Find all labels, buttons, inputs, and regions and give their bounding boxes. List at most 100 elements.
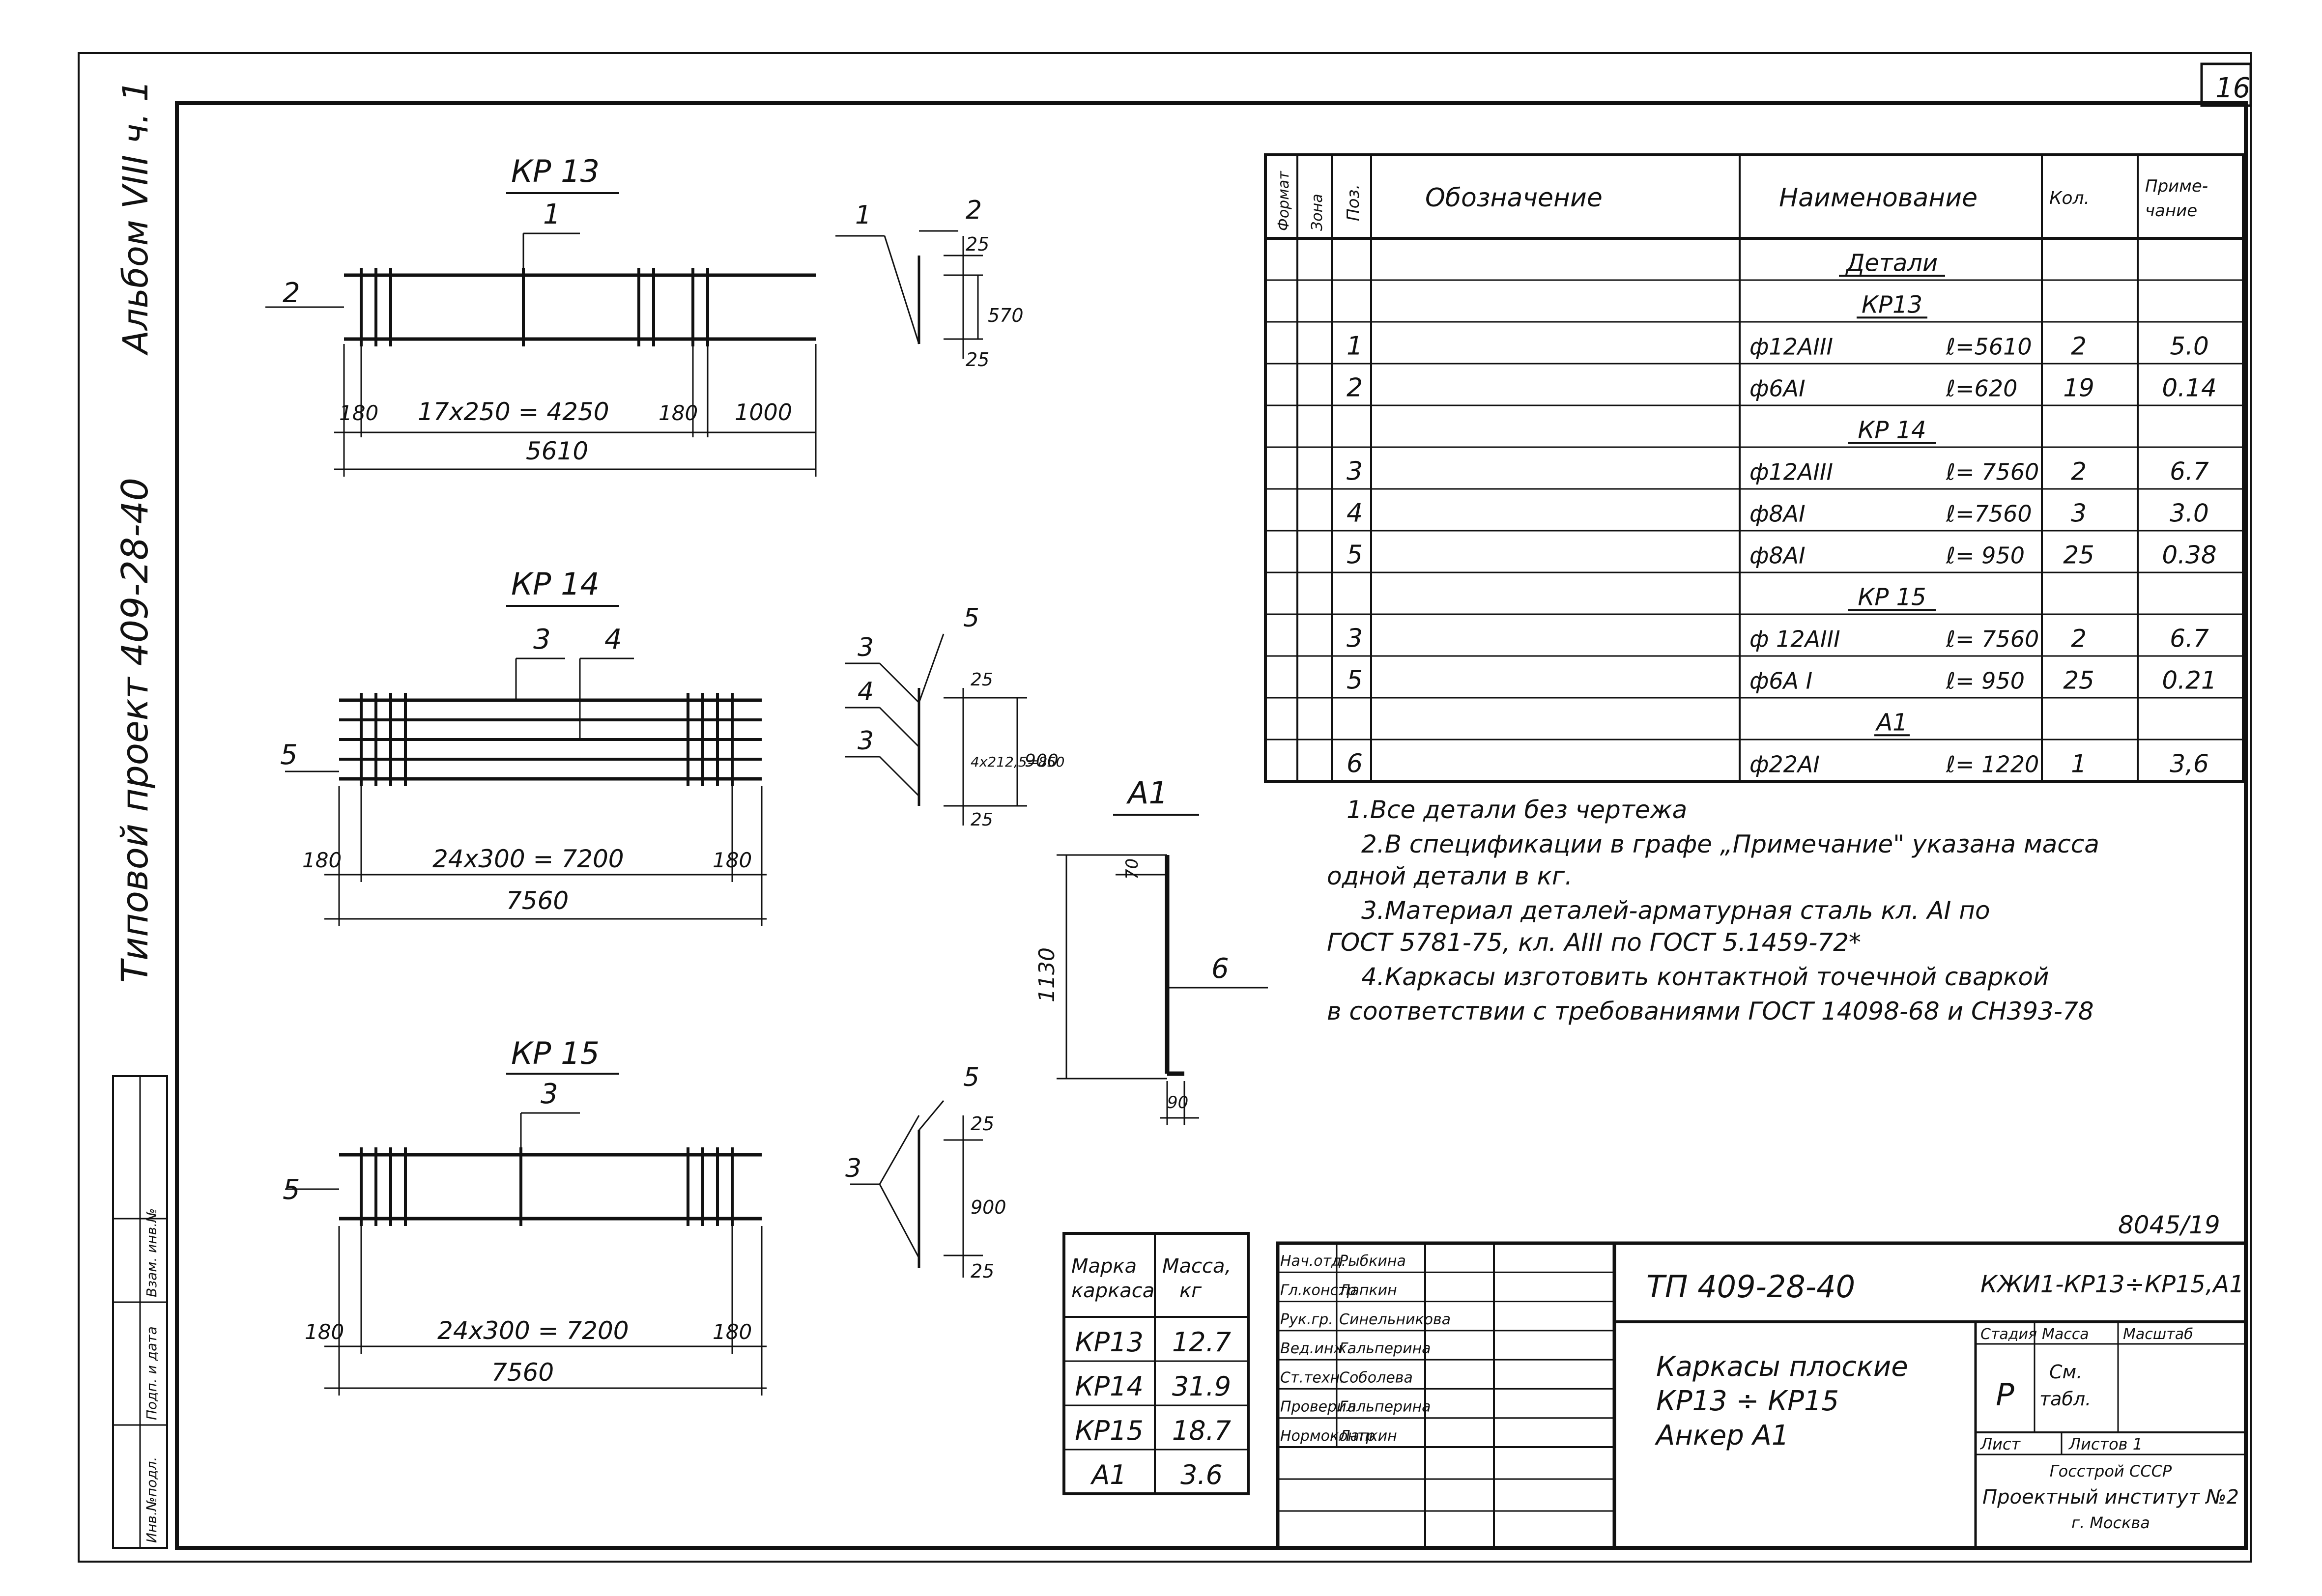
spec-row-qty: 25 (2063, 666, 2094, 694)
mass-row-value: 18.7 (1172, 1415, 1231, 1446)
spec-section-heading: КР 15 (1858, 583, 1926, 611)
spec-row-length: ℓ= 1220 (1946, 751, 2039, 777)
mass-row-value: 31.9 (1172, 1371, 1231, 1402)
kr14-dim-total: 7560 (506, 886, 569, 915)
tb-org-line: Госстрой СССР (2050, 1462, 2172, 1481)
kr15-sec-pos-b: 3 (845, 1154, 861, 1183)
tb-drawing-code: КЖИ1-КР13÷КР15,А1 (1980, 1271, 2244, 1298)
kr14-sec-d3: 25 (971, 810, 993, 830)
tb-role: Рук.гр. (1280, 1311, 1333, 1328)
spec-row-pos: 5 (1347, 665, 1363, 695)
spec-header-format: Формат (1275, 171, 1292, 231)
tb-title-line: КР13 ÷ КР15 (1656, 1385, 1839, 1417)
kr14-dim-b: 24х300 = 7200 (432, 845, 624, 873)
tb-person: Соболева (1339, 1369, 1413, 1386)
kr15-sec-d3: 25 (971, 1260, 994, 1282)
spec-row-name: ф12АIII (1749, 458, 1833, 485)
tb-person: Синельникова (1339, 1311, 1451, 1328)
spec-row-name: ф 12АIII (1749, 626, 1840, 652)
sidebar-album: Альбом VIII ч. 1 (115, 80, 156, 356)
spec-row-pos: 3 (1347, 456, 1363, 486)
spec-row-pos: 4 (1347, 498, 1363, 528)
kr14-sec-pos-c: 4 (858, 677, 874, 707)
spec-section-heading: А1 (1875, 709, 1907, 736)
spec-table-grid (1264, 153, 2245, 783)
spec-header-zone: Зона (1309, 194, 1326, 231)
spec-row-length: ℓ= 7560 (1946, 458, 2039, 485)
kr15-pos-left: 5 (283, 1174, 300, 1206)
kr13-dim-d: 1000 (735, 399, 792, 426)
spec-header-qty: Кол. (2049, 188, 2090, 208)
kr15-sec-pos-a: 5 (963, 1063, 979, 1092)
anchor-a1-drawing (1057, 814, 1268, 1125)
spec-row-note: 6.7 (2170, 457, 2209, 485)
a1-d2: 1130 (1034, 947, 1060, 1002)
frame-kr15-elevation (285, 1073, 983, 1396)
spec-row-name: ф6АI (1749, 375, 1806, 401)
sheet-number-box (2200, 62, 2252, 107)
tb-org-line: г. Москва (2071, 1513, 2150, 1532)
spec-row-name: ф8АI (1749, 542, 1806, 569)
stamp-sign-date: Подп. и дата (143, 1326, 160, 1420)
spec-row-note: 5.0 (2170, 332, 2209, 360)
kr13-sec-pos-b: 2 (966, 196, 982, 225)
spec-row-qty: 25 (2063, 541, 2094, 569)
document-number: 8045/19 (2118, 1211, 2220, 1239)
mass-header-mark-cont: каркаса (1071, 1280, 1154, 1302)
tb-role: Нач.отд. (1280, 1253, 1346, 1270)
kr13-sec-d3: 25 (966, 349, 989, 370)
kr13-sec-d1: 25 (966, 233, 989, 255)
spec-row-pos: 6 (1347, 749, 1363, 778)
mass-row-mark: КР13 (1075, 1327, 1144, 1358)
kr14-sec-pos-a: 5 (963, 603, 979, 633)
spec-row-pos: 3 (1347, 624, 1363, 653)
spec-row-name: ф6А I (1749, 667, 1812, 694)
spec-section-heading: Детали (1845, 249, 1938, 277)
kr13-title: КР 13 (511, 153, 600, 189)
kr15-pos-a: 3 (541, 1078, 558, 1110)
a1-pos: 6 (1211, 953, 1229, 985)
tb-sheets-count: Листов 1 (2068, 1435, 2143, 1454)
note-line: 4.Каркасы изготовить контактной точечной… (1361, 963, 2049, 991)
spec-row-note: 3.0 (2170, 499, 2209, 527)
spec-row-note: 0.38 (2162, 541, 2216, 569)
spec-row-name: ф8АI (1749, 500, 1806, 527)
kr15-dim-c: 180 (713, 1320, 752, 1344)
tb-person: Гальперина (1339, 1340, 1431, 1357)
spec-header-note-cont: чание (2145, 201, 2197, 221)
spec-row-qty: 2 (2071, 457, 2087, 485)
spec-row-length: ℓ=7560 (1946, 500, 2032, 527)
spec-row-note: 0.14 (2162, 373, 2216, 402)
tb-title-line: Анкер А1 (1655, 1420, 1789, 1452)
sheet-number: 16 (2215, 72, 2250, 104)
tb-role: Нормоконтр (1280, 1427, 1376, 1445)
a1-d1: 70 (1122, 858, 1142, 880)
title-block-role-lines (1278, 1271, 1614, 1419)
spec-section-heading: КР 14 (1858, 416, 1926, 444)
kr14-sec-d4: 900 (1025, 751, 1059, 771)
spec-section-heading: КР13 (1862, 291, 1922, 318)
kr13-dim-a: 180 (339, 401, 378, 425)
kr14-pos-left: 5 (280, 739, 298, 771)
note-line: 2.В спецификации в графе „Примечание" ук… (1361, 830, 2099, 858)
spec-header-designation: Обозначение (1425, 183, 1603, 213)
outer-frame (78, 52, 2252, 1563)
kr14-dim-a: 180 (302, 848, 342, 872)
spec-row-note: 6.7 (2170, 624, 2209, 653)
note-line: 1.Все детали без чертежа (1347, 796, 1687, 824)
kr14-sec-d1: 25 (971, 670, 993, 690)
tb-stage-label: Стадия (1980, 1326, 2037, 1343)
spec-row-qty: 3 (2071, 499, 2087, 527)
spec-row-lines (1265, 275, 2243, 741)
kr15-title: КР 15 (511, 1035, 600, 1071)
tb-stage-value: Р (1996, 1377, 2014, 1413)
mass-header-mass: Масса, (1162, 1255, 1231, 1278)
tb-sheet-label: Лист (1980, 1435, 2021, 1454)
spec-row-pos: 1 (1347, 331, 1363, 361)
tb-role: Проверил (1280, 1398, 1356, 1416)
kr13-pos-top: 1 (543, 199, 561, 230)
kr14-dim-c: 180 (713, 848, 752, 872)
note-line: в соответствии с требованиями ГОСТ 14098… (1327, 997, 2094, 1026)
